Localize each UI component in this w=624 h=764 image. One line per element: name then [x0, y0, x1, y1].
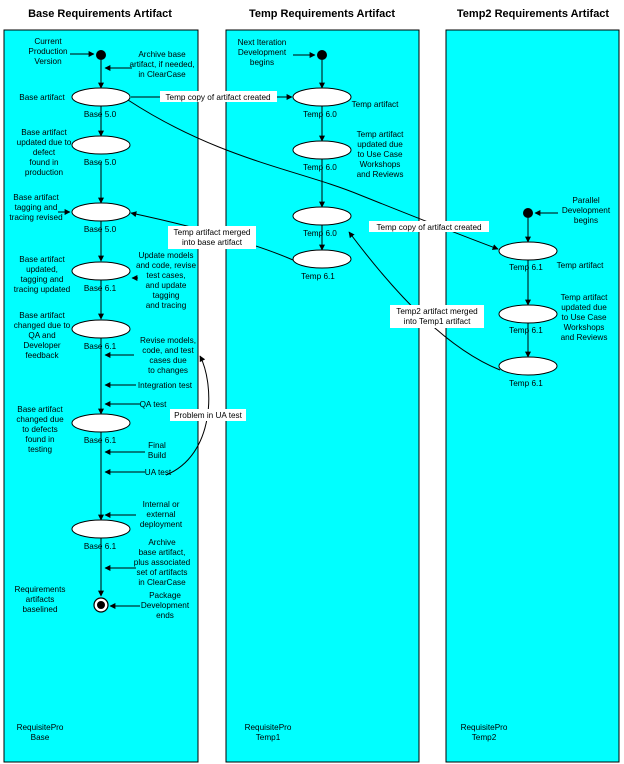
base-node-4: [71, 261, 131, 281]
temp-node-3-name: Temp 6.0: [303, 229, 337, 238]
temp-node-2-name: Temp 6.0: [303, 163, 337, 172]
lane-title-base: Base Requirements Artifact: [28, 8, 172, 20]
temp-start-node: [317, 50, 327, 60]
base-node-5: [71, 319, 131, 339]
temp-node-3: [292, 206, 352, 226]
temp2-node-3-name: Temp 6.1: [509, 379, 543, 388]
ua-problem-label: Problem in UA test: [174, 411, 243, 420]
base-node-1-label: Base artifact: [19, 93, 65, 102]
base-node-7: [71, 519, 131, 539]
flow-copy-temp2: [127, 99, 499, 250]
temp2-node-1: [498, 241, 558, 261]
temp2-node-3: [498, 356, 558, 376]
temp2-node-1-name: Temp 6.1: [509, 263, 543, 272]
base-node-3: [71, 202, 131, 222]
qa-test-label: QA test: [140, 400, 168, 409]
copy-temp-label-bg: [160, 91, 277, 102]
ua-test-label: UA test: [145, 468, 172, 477]
base-end-node-core: [97, 601, 105, 609]
merge-temp1-label-bg: [390, 305, 484, 328]
base-node-6-name: Base 6.1: [84, 436, 117, 445]
lane-title-temp2: Temp2 Requirements Artifact: [457, 8, 610, 20]
temp2-start-node: [523, 208, 533, 218]
base-node-3-name: Base 5.0: [84, 225, 117, 234]
base-node-6: [71, 413, 131, 433]
copy-temp-label: Temp copy of artifact created: [165, 93, 271, 102]
copy-temp2-label: Temp copy of artifact created: [376, 223, 482, 232]
base-node-2-name: Base 5.0: [84, 158, 117, 167]
lane-title-temp: Temp Requirements Artifact: [249, 8, 395, 20]
temp-node-2: [292, 140, 352, 160]
base-node-1: [71, 87, 131, 107]
temp-node-1-name: Temp 6.0: [303, 110, 337, 119]
integration-test-label: Integration test: [138, 381, 193, 390]
temp2-node-2: [498, 304, 558, 324]
merge-base-label-bg: [168, 226, 256, 249]
copy-temp2-label-bg: [369, 221, 489, 232]
base-node-7-name: Base 6.1: [84, 542, 117, 551]
base-node-5-name: Base 6.1: [84, 342, 117, 351]
base-node-4-name: Base 6.1: [84, 284, 117, 293]
base-node-2: [71, 135, 131, 155]
base-start-node: [96, 50, 106, 60]
temp2-node-2-name: Temp 6.1: [509, 326, 543, 335]
swimlane-temp2: [445, 29, 620, 763]
temp-node-1: [292, 87, 352, 107]
temp-node-4-name: Temp 6.1: [301, 272, 335, 281]
temp-node-1-label: Temp artifact: [352, 100, 400, 109]
base-node-1-name: Base 5.0: [84, 110, 117, 119]
ua-problem-label-bg: [170, 409, 246, 421]
temp-node-4: [292, 249, 352, 269]
temp2-node-1-label: Temp artifact: [557, 261, 605, 270]
